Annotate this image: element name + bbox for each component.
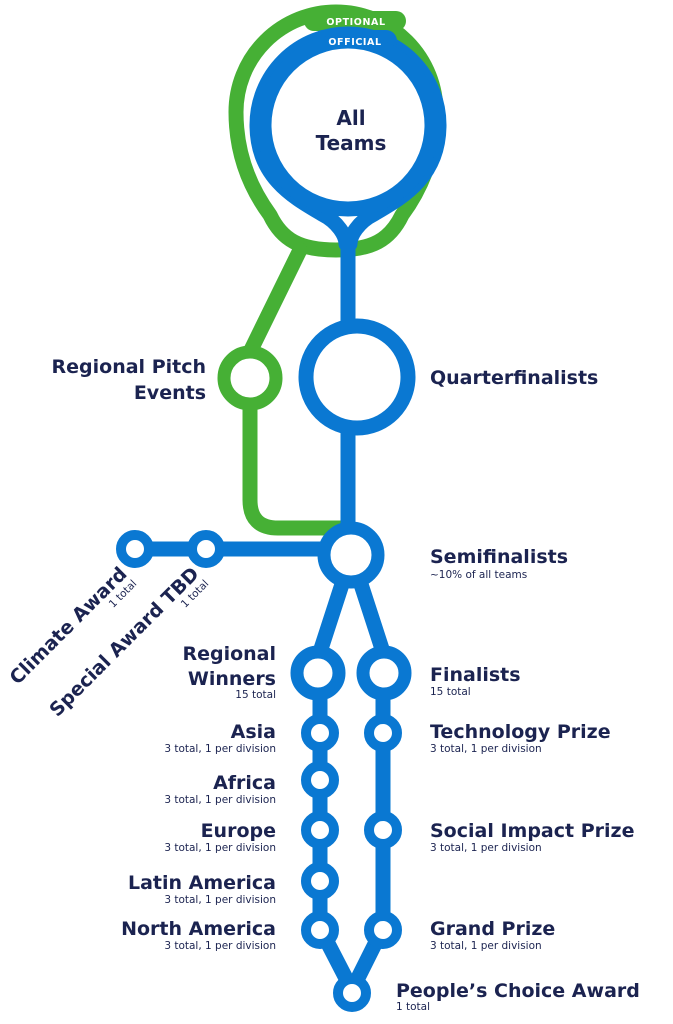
north-america-sub: 3 total, 1 per division — [164, 940, 276, 952]
grand-prize-sub: 3 total, 1 per division — [430, 940, 542, 952]
technology-prize-label: Technology Prize — [430, 721, 611, 743]
social-impact-prize-sub: 3 total, 1 per division — [430, 842, 542, 854]
finalists-sub: 15 total — [430, 686, 471, 698]
asia-label: Asia — [231, 721, 276, 743]
social-impact-prize-label: Social Impact Prize — [430, 820, 634, 842]
station-social-impact-prize — [364, 811, 402, 849]
africa-label: Africa — [213, 772, 276, 794]
official-track-right-branch — [344, 567, 391, 998]
station-finalists — [356, 645, 412, 701]
station-peoples-choice — [333, 974, 371, 1012]
regional-pitch-label-line2: Events — [134, 382, 206, 404]
africa-sub: 3 total, 1 per division — [164, 794, 276, 806]
semifinalists-label: Semifinalists — [430, 546, 568, 568]
station-quarterfinalists — [298, 318, 416, 436]
semifinalists-sub: ~10% of all teams — [430, 569, 527, 581]
europe-label: Europe — [201, 820, 276, 842]
climate-award-label: Climate Award — [6, 563, 132, 689]
peoples-choice-label: People’s Choice Award — [396, 980, 640, 1002]
latin-america-sub: 3 total, 1 per division — [164, 894, 276, 906]
quarterfinalists-label: Quarterfinalists — [430, 367, 598, 389]
regional-winners-label-line2: Winners — [188, 668, 276, 690]
station-europe — [301, 811, 339, 849]
all-teams-label-line1: All — [336, 106, 365, 130]
regional-winners-sub: 15 total — [235, 689, 276, 701]
peoples-choice-sub: 1 total — [396, 1001, 430, 1013]
station-regional-pitch — [217, 345, 283, 411]
north-america-label: North America — [121, 918, 276, 940]
station-asia — [301, 714, 339, 752]
official-label: OFFICIAL — [328, 37, 381, 48]
station-semifinalists — [317, 521, 385, 589]
station-regional-winners — [290, 645, 346, 701]
asia-sub: 3 total, 1 per division — [164, 743, 276, 755]
europe-sub: 3 total, 1 per division — [164, 842, 276, 854]
station-climate-award — [116, 530, 154, 568]
latin-america-label: Latin America — [128, 872, 276, 894]
station-latin-america — [301, 862, 339, 900]
optional-track-to-regional-pitch — [242, 242, 308, 360]
technology-prize-sub: 3 total, 1 per division — [430, 743, 542, 755]
station-africa — [301, 761, 339, 799]
station-special-award — [187, 530, 225, 568]
grand-prize-label: Grand Prize — [430, 918, 555, 940]
regional-pitch-label-line1: Regional Pitch — [52, 356, 206, 378]
regional-winners-label-line1: Regional — [182, 643, 276, 665]
station-all-teams — [256, 33, 440, 217]
all-teams-label-line2: Teams — [316, 131, 387, 155]
optional-track-to-semifinalists — [242, 398, 354, 536]
optional-badge — [304, 11, 406, 31]
station-north-america — [301, 911, 339, 949]
station-technology-prize — [364, 714, 402, 752]
station-grand-prize — [364, 911, 402, 949]
optional-label: OPTIONAL — [326, 17, 385, 28]
finalists-label: Finalists — [430, 664, 521, 686]
